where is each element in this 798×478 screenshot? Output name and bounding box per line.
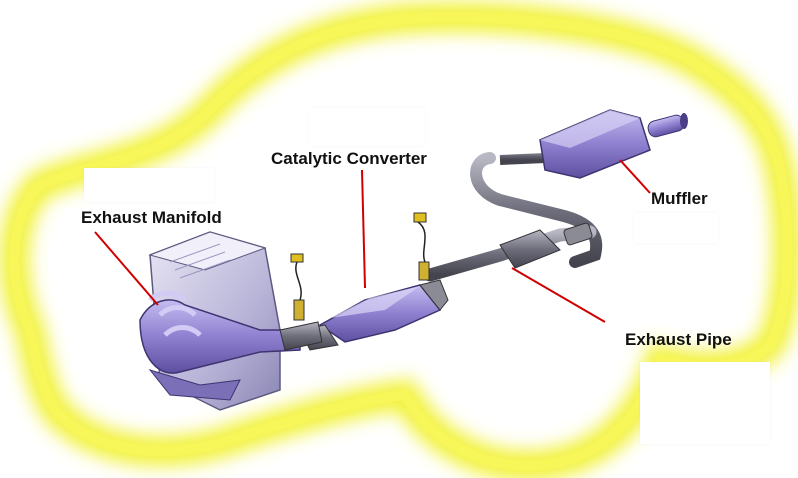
leader-line-muffler — [619, 159, 651, 194]
catalytic-converter-part — [299, 279, 449, 351]
leader-lines — [94, 159, 651, 323]
leader-line-catalytic-converter — [361, 169, 366, 289]
label-muffler: Muffler — [651, 189, 708, 208]
label-exhaust-manifold: Exhaust Manifold — [81, 208, 222, 227]
muffler-part — [470, 109, 688, 268]
leader-line-exhaust-manifold — [94, 231, 159, 306]
blank-label-box-bottom-right — [640, 362, 770, 444]
label-bullets — [62, 149, 648, 348]
oxygen-sensors — [290, 212, 430, 321]
blank-label-box-right — [634, 213, 718, 243]
exhaust-pipe-part — [423, 222, 597, 282]
label-catalytic-converter: Catalytic Converter — [271, 149, 427, 168]
label-exhaust-pipe: Exhaust Pipe — [625, 330, 732, 349]
blank-label-box-left — [84, 168, 214, 202]
leader-line-exhaust-pipe — [511, 267, 606, 323]
blank-label-box-top — [309, 108, 425, 146]
